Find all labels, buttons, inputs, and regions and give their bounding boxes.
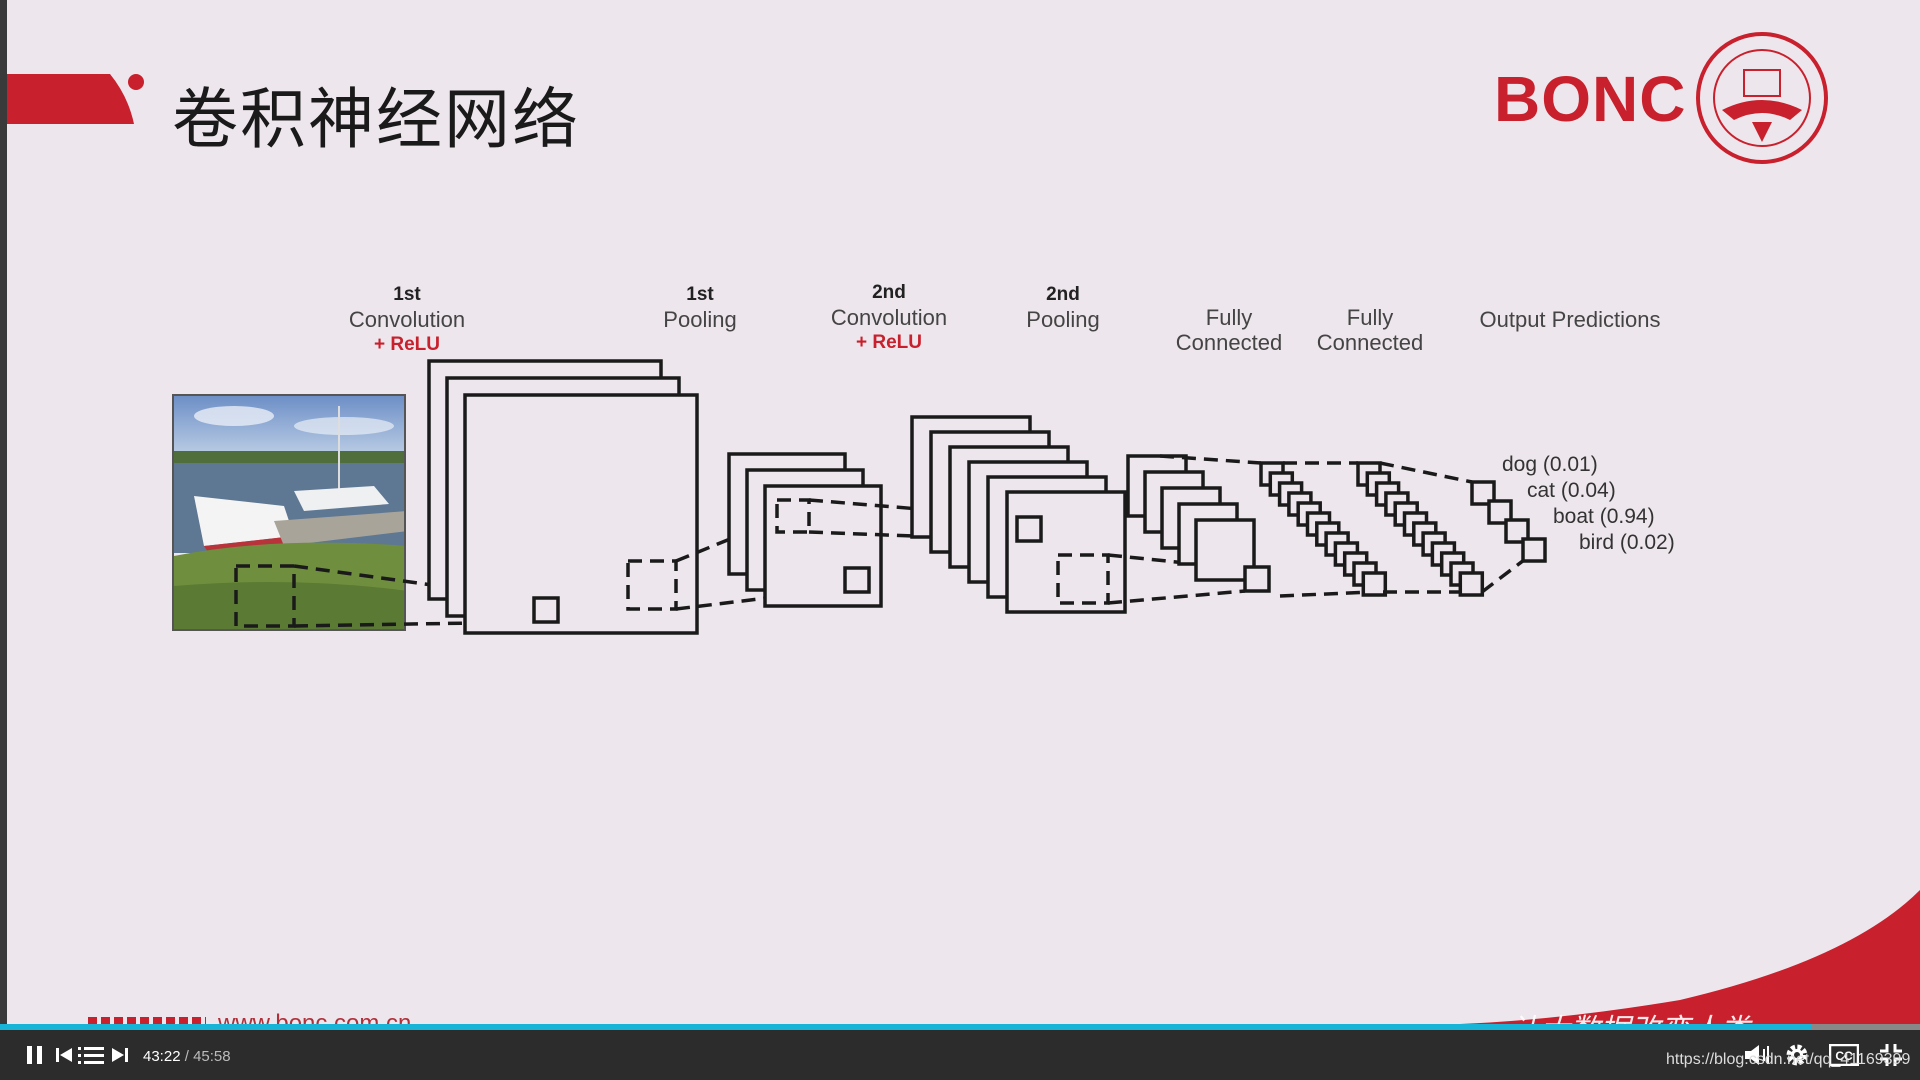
input-boat-photo (172, 394, 406, 631)
cnn-diagram (234, 359, 1547, 635)
conv1-feature-map (463, 393, 699, 635)
progress-fill (0, 1024, 1811, 1030)
connection-dashed-line (675, 522, 768, 563)
website-text: www.bonc.com.cn (218, 1010, 412, 1024)
stage-name: Convolution (830, 305, 948, 330)
feature-unit-box (1015, 515, 1043, 543)
stage-label-conv2: 2nd Convolution + ReLU (809, 280, 969, 355)
svg-text:CC: CC (1835, 1049, 1853, 1063)
watermark-url: https://blog.csdn.net/qq_41169399 (1666, 1051, 1911, 1068)
prediction-label: bird (0.02) (1579, 531, 1675, 554)
academy-seal-icon (1696, 32, 1828, 164)
receptive-field-dashed-box (1056, 553, 1110, 605)
previous-button[interactable] (52, 1030, 76, 1080)
feature-unit-box (1243, 565, 1271, 593)
stage-label-fc1: Fully Connected (1169, 305, 1289, 355)
stage-name: Fully Connected (1316, 305, 1424, 355)
pause-icon (27, 1046, 42, 1064)
stage-order: 1st (393, 284, 421, 305)
output-neuron (1470, 480, 1496, 506)
feature-unit-box (843, 566, 871, 594)
receptive-field-dashed-box (775, 498, 811, 534)
connection-dashed-line (1279, 590, 1373, 598)
captions-icon: CC (1829, 1044, 1859, 1066)
stage-name: Output Predictions (1479, 307, 1661, 332)
header-accent-shape (7, 74, 144, 124)
feature-unit-box (532, 596, 560, 624)
pause-button[interactable] (20, 1030, 50, 1080)
captions-button[interactable]: CC (1826, 1030, 1862, 1080)
stage-name: Convolution (348, 307, 466, 332)
output-neuron (1521, 537, 1547, 563)
progress-bar[interactable] (0, 1024, 1920, 1030)
stage-note: + ReLU (856, 332, 922, 353)
receptive-field-dashed-box (234, 564, 296, 628)
stage-name: Fully Connected (1175, 305, 1283, 355)
receptive-field-dashed-box (626, 559, 678, 611)
playlist-button[interactable] (76, 1030, 106, 1080)
stage-order: 2nd (872, 282, 906, 303)
fullscreen-exit-icon (1880, 1044, 1902, 1066)
left-edge-strip (0, 0, 7, 1024)
stage-order: 1st (686, 284, 714, 305)
fullscreen-exit-button[interactable] (1874, 1030, 1908, 1080)
slide-title: 卷积神经网络 (172, 81, 580, 158)
stage-label-fc2: Fully Connected (1310, 305, 1430, 355)
connection-dashed-line (675, 596, 768, 611)
connection-dashed-line (1480, 558, 1526, 594)
playlist-icon (78, 1047, 104, 1064)
stage-order: 2nd (1046, 284, 1080, 305)
stage-name: Pooling (663, 307, 737, 332)
footer-dash-decoration (88, 1017, 206, 1024)
settings-icon (1786, 1044, 1808, 1066)
next-button[interactable] (108, 1030, 132, 1080)
conv2-feature-map (1005, 490, 1127, 614)
volume-icon (1745, 1045, 1769, 1065)
prediction-label: boat (0.94) (1553, 505, 1655, 528)
stage-note: + ReLU (374, 334, 440, 355)
settings-button[interactable] (1780, 1030, 1814, 1080)
stage-label-conv1: 1st Convolution + ReLU (327, 282, 487, 357)
player-controls: CC (0, 1030, 1920, 1080)
connection-dashed-line (1159, 454, 1262, 465)
connection-dashed-line (808, 530, 1018, 542)
connection-dashed-line (808, 498, 1018, 519)
prediction-label: dog (0.01) (1502, 453, 1598, 476)
connection-dashed-line (1379, 461, 1473, 484)
output-neuron (1487, 499, 1513, 525)
volume-button[interactable] (1740, 1030, 1774, 1080)
current-time: 43:22 (143, 1048, 181, 1065)
stage-label-pool2: 2nd Pooling (1003, 282, 1123, 332)
slide: 卷积神经网络 BONC 1st Convolution + ReLU 1st P… (0, 0, 1920, 1024)
stage-name: Pooling (1026, 307, 1100, 332)
footer-signature: 让大数据改变人类 (1510, 1005, 1750, 1024)
fc1-neuron (1361, 571, 1388, 597)
connection-dashed-line (1107, 589, 1246, 605)
footer-red-swoosh (1460, 890, 1920, 1024)
duration: 45:58 (193, 1048, 231, 1065)
stage-label-output: Output Predictions (1460, 307, 1680, 332)
fc2-neuron (1458, 571, 1485, 597)
output-neuron (1504, 518, 1530, 544)
prediction-label: cat (0.04) (1527, 479, 1616, 502)
next-icon (112, 1048, 128, 1062)
prev-icon (56, 1048, 72, 1062)
playback-time: 43:22 / 45:58 (143, 1048, 231, 1065)
bonc-logo: BONC (1494, 63, 1687, 135)
stage-label-pool1: 1st Pooling (640, 282, 760, 332)
